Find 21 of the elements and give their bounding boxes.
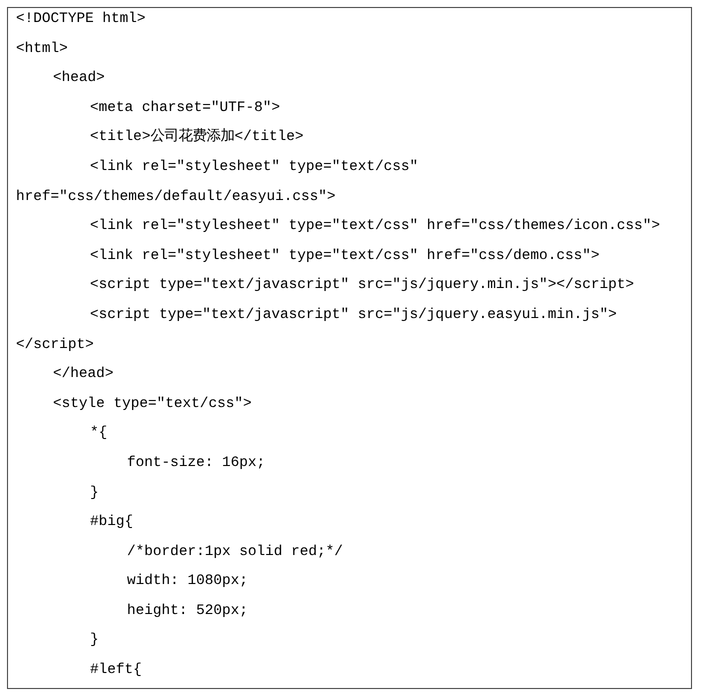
code-line: <link rel="stylesheet" type="text/css" href="css/demo.css"> <box>89 246 600 266</box>
code-line: <script type="text/javascript" src="js/jquery.min.js"></script> <box>89 276 634 296</box>
code-line: height: 520px; <box>126 602 248 621</box>
code-line: *{ <box>89 424 108 444</box>
code-line: <head> <box>52 69 105 88</box>
code-line: <link rel="stylesheet" type="text/css" href="css/themes/icon.css"> <box>89 217 660 236</box>
code-line: <script type="text/javascript" src="js/jquery.easyui.min.js"></script> <box>16 306 618 355</box>
code-line: } <box>89 631 99 650</box>
code-line: #big{ <box>89 513 134 532</box>
code-line: <html> <box>16 40 68 59</box>
code-line: #left{ <box>89 661 142 680</box>
code-line: <title>公司花费添加</title> <box>89 127 304 148</box>
code-line: /*border:1px solid red;*/ <box>126 542 343 562</box>
code-line: font-size: 16px; <box>126 454 266 473</box>
code-line: <link rel="stylesheet" type="text/css" href="css/themes/default/easyui.css"> <box>16 158 420 207</box>
code-line: <style type="text/css"> <box>52 394 252 414</box>
code-line: } <box>89 484 99 502</box>
code-line: width: 1080px; <box>126 572 248 592</box>
code-line: </head> <box>52 365 114 384</box>
code-line: <meta charset="UTF-8"> <box>89 98 280 118</box>
code-line: <!DOCTYPE html> <box>16 10 146 29</box>
